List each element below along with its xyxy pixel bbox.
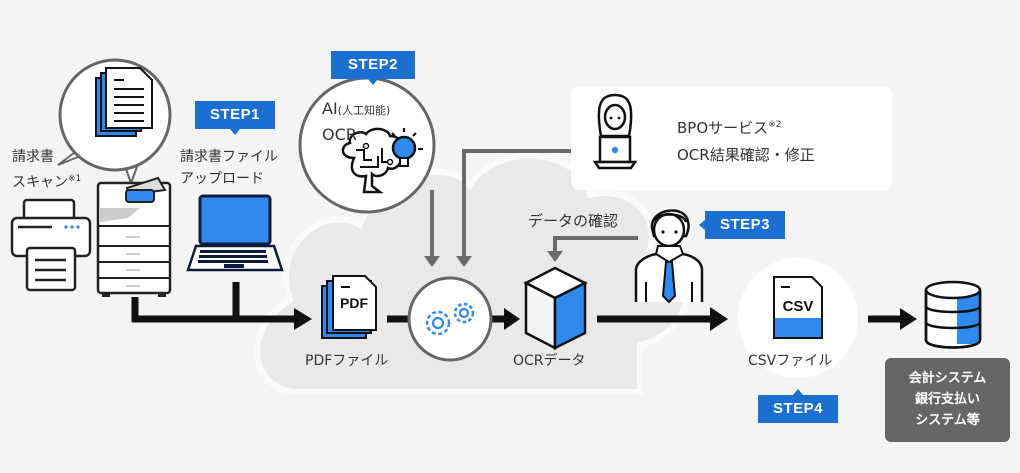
- ai-label-main: AI: [322, 99, 338, 118]
- laptop-icon: [186, 194, 284, 272]
- ai-label-sub: (人工知能): [337, 104, 391, 117]
- step2-badge: STEP2: [331, 51, 415, 85]
- systems-line2: 銀行支払い: [914, 392, 980, 407]
- upload-label-line1: 請求書ファイル: [180, 149, 278, 165]
- flow-arrow-gears-to-ocr: [491, 308, 520, 330]
- csv-label: CSVファイル: [748, 353, 833, 369]
- database-icon: [924, 280, 982, 349]
- document-stack-icon: [95, 67, 153, 137]
- scan-label-line2-text: スキャン: [12, 174, 68, 191]
- scan-label-line1: 請求書: [12, 149, 54, 165]
- upload-label-line2: アップロード: [180, 171, 264, 187]
- brain-lightbulb-icon: [341, 127, 423, 194]
- systems-line3: システム等: [915, 413, 980, 428]
- gears-icon: [407, 276, 493, 362]
- bpo-title-text: BPOサービス: [677, 119, 769, 137]
- bpo-subtitle: OCR結果確認・修正: [677, 146, 815, 164]
- csv-file-icon: CSV: [773, 276, 823, 339]
- flow-arrow-ocr-to-csv: [597, 307, 728, 331]
- step1-badge: STEP1: [195, 101, 275, 135]
- businessman-icon: [634, 209, 704, 304]
- data-cube-icon: [523, 266, 588, 351]
- csv-file-text: CSV: [783, 298, 814, 315]
- flow-line-scan-to-pdf: [131, 282, 312, 330]
- connector-bpo-to-gears: [456, 149, 571, 267]
- copier-icon: [96, 176, 172, 297]
- ocr-label: OCR: [322, 125, 357, 144]
- upload-label: 請求書ファイル アップロード: [180, 146, 278, 190]
- pdf-file-text: PDF: [340, 295, 368, 311]
- scan-label: 請求書 スキャン※1: [12, 146, 81, 194]
- systems-box: 会計システム 銀行支払い システム等: [885, 358, 1010, 442]
- scan-label-line2: スキャン※1: [12, 168, 81, 194]
- systems-line1: 会計システム: [908, 371, 987, 386]
- pdf-file-icon: PDF: [321, 275, 377, 339]
- ocr-data-label: OCRデータ: [513, 353, 586, 369]
- connector-ai-to-gears: [424, 190, 440, 267]
- printer-icon: [10, 198, 92, 292]
- step3-badge: STEP3: [699, 211, 785, 239]
- scan-note: ※1: [68, 174, 82, 184]
- ai-label: AI(人工知能): [322, 98, 390, 122]
- connector-check-to-ocr: [547, 236, 638, 262]
- flow-arrow-csv-to-db: [868, 308, 917, 330]
- pdf-label: PDFファイル: [305, 353, 389, 369]
- bpo-note: ※2: [768, 120, 782, 130]
- bpo-title: BPOサービス※2: [677, 114, 781, 139]
- check-label: データの確認: [528, 212, 619, 230]
- step4-badge: STEP4: [758, 389, 838, 423]
